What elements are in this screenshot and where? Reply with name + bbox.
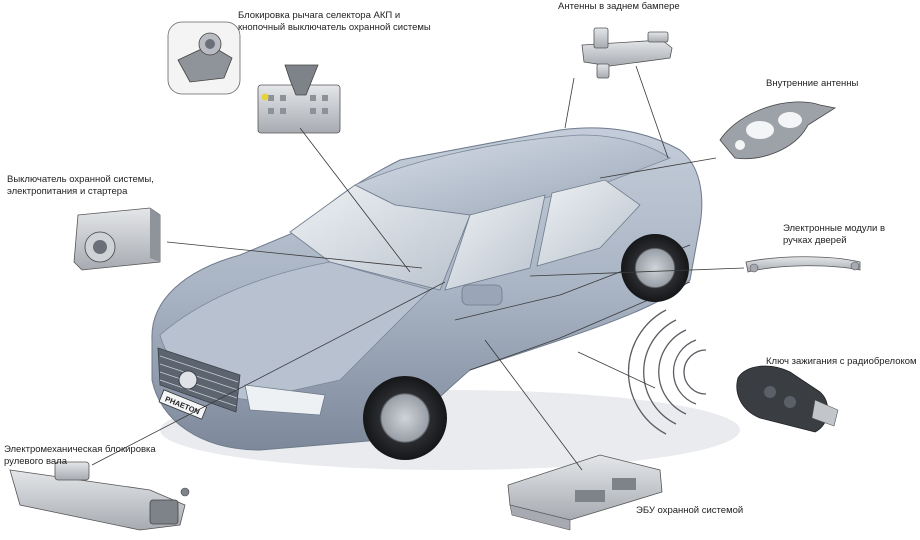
label-line: рулевого вала [4,456,67,467]
label-line: кнопочный выключатель охранной системы [238,22,431,33]
leader-lines [91,65,745,471]
label-alarm-ecu: ЭБУ охранной системой [636,505,743,517]
label-selector-lock: Блокировка рычага селектора АКП и кнопоч… [238,10,431,34]
label-door-handle-modules: Электронные модули в ручках дверей [783,223,885,247]
label-line: Выключатель охранной системы, [7,174,154,185]
car-logo [178,370,198,390]
alarm-ecu-part [507,454,663,531]
car-mirror [461,284,503,306]
label-line: электропитания и стартера [7,186,128,197]
car-headlight [244,384,326,416]
label-line: Ключ зажигания с радиобрелоком [766,356,917,367]
alarm-switch-part [73,207,161,271]
ignition-key-part [736,365,839,433]
car-rear-wheel [621,234,689,302]
label-ignition-key: Ключ зажигания с радиобрелоком [766,356,917,368]
label-alarm-switch: Выключатель охранной системы, электропит… [7,174,154,198]
selector-lock-part [167,21,341,134]
label-line: ручках дверей [783,235,847,246]
car-front-wheel [363,376,447,460]
interior-antenna-part [719,101,837,160]
label-line: Антенны в заднем бампере [558,1,680,12]
door-handle-part [745,256,861,273]
steering-lock-part [9,461,190,531]
rear-bumper-antenna-part [581,27,673,79]
label-line: Электромеханическая блокировка [4,444,156,455]
car-side-window-front [444,194,546,291]
label-line: Внутренние антенны [766,78,859,89]
car-grille [157,347,241,413]
label-interior-antennas: Внутренние антенны [766,78,858,90]
label-line: Электронные модули в [783,223,885,234]
car-side-window-rear [536,179,641,267]
car-roof [354,134,671,216]
radio-waves [627,309,707,435]
label-rear-bumper-antennas: Антенны в заднем бампере [558,1,680,13]
label-line: Блокировка рычага селектора АКП и [238,10,401,21]
label-steering-lock: Электромеханическая блокировка рулевого … [4,444,156,468]
car: PHAETON [151,127,740,470]
label-line: ЭБУ охранной системой [636,505,744,516]
